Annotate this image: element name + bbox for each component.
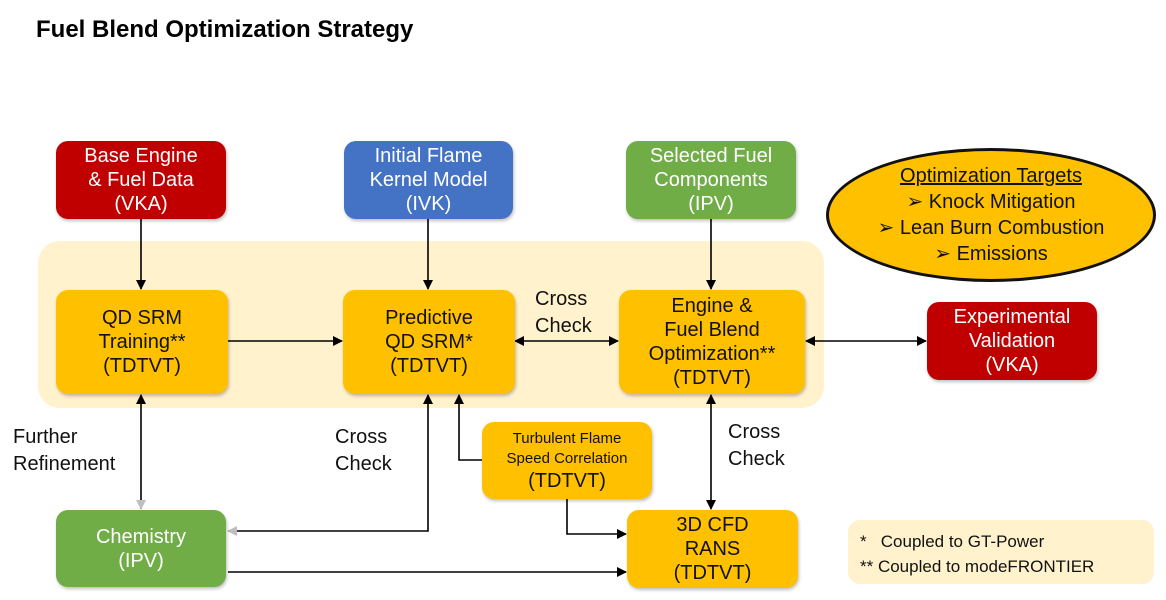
node-line: (IVK) — [405, 193, 452, 215]
page-title: Fuel Blend Optimization Strategy — [36, 16, 414, 43]
node-line: (VKA) — [985, 354, 1039, 376]
edge-turbulent-to-predictive — [454, 394, 482, 461]
label-cross-check-left: Cross Check — [335, 424, 392, 478]
node-line: (TDTVT) — [103, 355, 181, 377]
node-line: Selected Fuel — [649, 145, 773, 167]
legend-item-modefrontier: ** Coupled to modeFRONTIER — [860, 557, 1095, 576]
edge-turbulent-to-cfd — [566, 499, 627, 539]
label-line: Refinement — [13, 453, 116, 475]
node-line: Experimental — [953, 306, 1071, 328]
label-line: Check — [728, 448, 785, 470]
node-line: (IPV) — [688, 193, 734, 215]
node-line: Kernel Model — [369, 169, 488, 191]
node-line: Components — [654, 169, 768, 191]
node-line: QD SRM* — [385, 331, 473, 353]
node-line: Engine & — [671, 295, 753, 317]
node-line: 3D CFD — [676, 514, 749, 536]
node-line: Turbulent Flame — [512, 429, 622, 447]
node-selected-fuel-components: Selected Fuel Components (IPV) — [626, 141, 796, 219]
label-line: Check — [535, 315, 592, 337]
node-3d-cfd-rans: 3D CFD RANS (TDTVT) — [627, 510, 798, 588]
node-line: Validation — [968, 330, 1056, 352]
node-engine-fuel-blend-optimization: Engine & Fuel Blend Optimization** (TDTV… — [619, 290, 805, 394]
targets-heading: Optimization Targets — [900, 165, 1082, 187]
edge-chemistry-predictive-crosscheck — [227, 394, 433, 536]
label-line: Cross — [728, 421, 781, 443]
node-line: Chemistry — [95, 525, 186, 548]
node-line: (IPV) — [118, 549, 164, 572]
label-line: Cross — [335, 426, 388, 448]
optimization-targets-ellipse: Optimization Targets ➢ Knock Mitigation … — [826, 148, 1156, 282]
node-line: (TDTVT) — [528, 469, 606, 492]
node-line: QD SRM — [102, 307, 182, 329]
label-line: Check — [335, 453, 392, 475]
legend-panel — [848, 520, 1154, 584]
node-predictive-qd-srm: Predictive QD SRM* (TDTVT) — [343, 290, 515, 394]
target-item: ➢ Emissions — [934, 243, 1048, 265]
node-line: RANS — [684, 538, 741, 560]
node-line: (TDTVT) — [673, 562, 752, 584]
node-line: (VKA) — [114, 193, 168, 215]
node-experimental-validation: Experimental Validation (VKA) — [927, 302, 1097, 380]
label-line: Further — [13, 426, 78, 448]
node-chemistry: Chemistry (IPV) — [56, 510, 226, 587]
node-line: (TDTVT) — [390, 355, 468, 377]
node-turbulent-flame-speed-correlation: Turbulent Flame Speed Correlation (TDTVT… — [482, 422, 652, 499]
label-further-refinement: Further Refinement — [13, 424, 115, 478]
node-line: Speed Correlation — [506, 449, 628, 467]
label-cross-check-right: Cross Check — [728, 419, 785, 473]
node-line: Predictive — [385, 307, 473, 329]
node-line: Training** — [98, 331, 186, 353]
node-initial-flame-kernel-model: Initial Flame Kernel Model (IVK) — [344, 141, 513, 219]
node-line: Base Engine — [84, 145, 198, 167]
legend-item-gt-power: * Coupled to GT-Power — [860, 532, 1045, 551]
node-line: & Fuel Data — [88, 169, 194, 191]
node-line: (TDTVT) — [673, 367, 751, 389]
label-cross-check-top: Cross Check — [535, 286, 592, 340]
node-base-engine-fuel-data: Base Engine & Fuel Data (VKA) — [56, 141, 226, 219]
target-item: ➢ Lean Burn Combustion — [877, 217, 1105, 239]
node-line: Fuel Blend — [664, 319, 760, 341]
target-item: ➢ Knock Mitigation — [906, 191, 1076, 213]
node-line: Initial Flame — [374, 145, 483, 167]
label-line: Cross — [535, 288, 588, 310]
node-qd-srm-training: QD SRM Training** (TDTVT) — [56, 290, 228, 394]
node-line: Optimization** — [648, 343, 776, 365]
